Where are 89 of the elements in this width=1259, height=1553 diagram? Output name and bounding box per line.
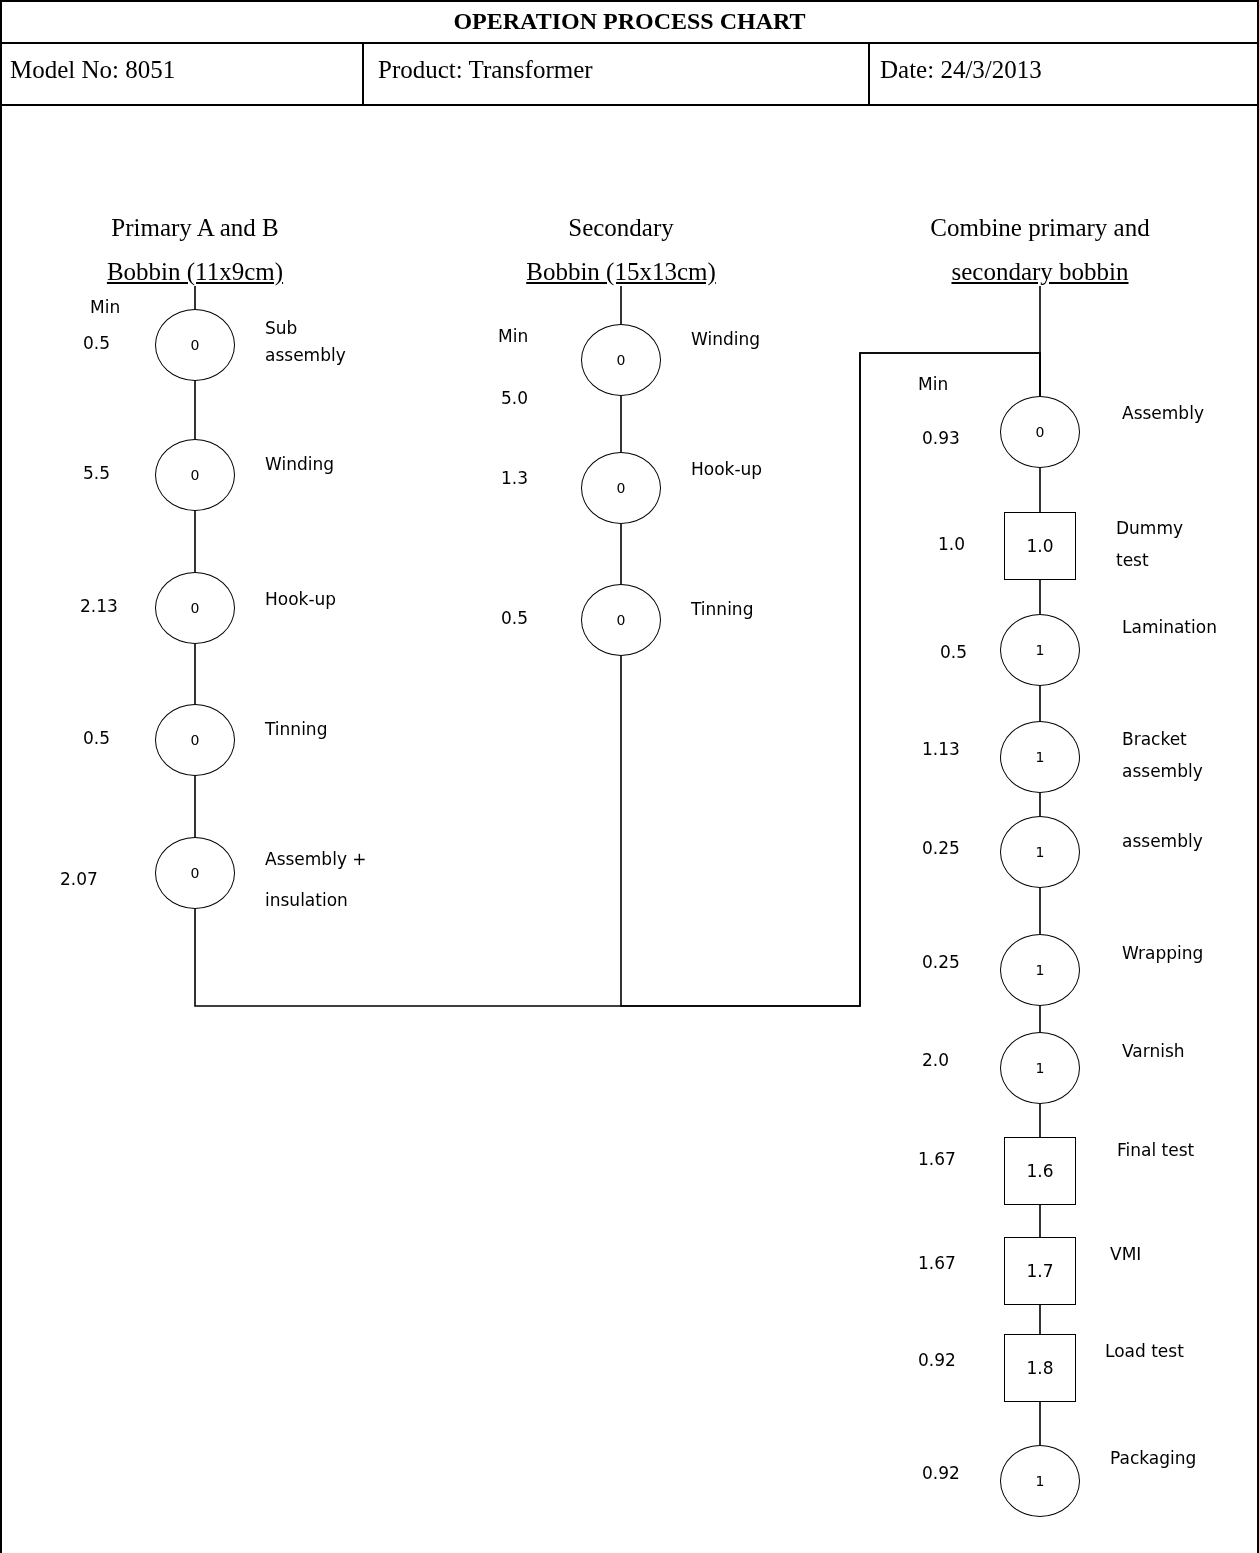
operation-circle: 1: [1000, 1445, 1080, 1517]
time-value: 0.5: [501, 608, 529, 628]
flow-line: [1039, 887, 1041, 935]
operation-name: Hook-up: [265, 588, 338, 611]
flow-line: [194, 643, 196, 705]
column-heading: Combine primary and: [930, 214, 1150, 242]
flow-line: [194, 380, 196, 440]
time-value: 2.0: [922, 1050, 950, 1070]
flow-line: [1039, 1005, 1041, 1033]
flow-line: [1039, 1204, 1041, 1238]
unit-label: Min: [918, 374, 949, 394]
time-value: 1.0: [938, 534, 966, 554]
operation-name: Tinning: [691, 598, 755, 621]
time-value: 0.5: [83, 333, 111, 353]
time-value: 0.93: [922, 428, 960, 448]
inspection-box: 1.6: [1004, 1137, 1076, 1205]
time-value: 5.0: [501, 388, 529, 408]
time-value: 5.5: [83, 463, 111, 483]
operation-circle: 1: [1000, 816, 1080, 888]
operation-circle: 0: [581, 452, 661, 524]
operation-name: Packaging: [1110, 1447, 1198, 1470]
flow-line: [1039, 579, 1041, 615]
header-cell-text: Model No: 8051: [10, 56, 176, 84]
operation-circle: 0: [581, 324, 661, 396]
time-value: 2.13: [80, 596, 118, 616]
operation-name: Tinning: [265, 718, 329, 741]
flow-line: [1039, 467, 1041, 513]
flow-line: [1039, 1401, 1041, 1446]
operation-name: Sub assembly: [265, 317, 347, 368]
operation-name: Lamination: [1122, 616, 1218, 639]
operation-circle: 1: [1000, 1032, 1080, 1104]
operation-name: Winding: [265, 453, 335, 476]
operation-circle: 0: [155, 704, 235, 776]
flow-line: [194, 775, 196, 838]
operation-name: Final test: [1117, 1139, 1196, 1162]
flow-line: [1039, 1103, 1041, 1138]
column-heading: Bobbin (11x9cm): [106, 258, 284, 286]
time-value: 0.25: [922, 838, 960, 858]
operation-name: Assembly + insulation: [265, 848, 368, 912]
time-value: 0.5: [83, 728, 111, 748]
flow-line: [1039, 792, 1041, 817]
flow-line: [620, 395, 622, 453]
time-value: 0.5: [940, 642, 968, 662]
operation-name: Winding: [691, 328, 761, 351]
flow-line: [194, 510, 196, 573]
time-value: 1.67: [918, 1149, 956, 1169]
operation-circle: 1: [1000, 614, 1080, 686]
inspection-box: 1.8: [1004, 1334, 1076, 1402]
unit-label: Min: [498, 326, 529, 346]
flow-line: [620, 523, 622, 585]
header-cell-text: Product: Transformer: [378, 56, 593, 84]
operation-name: Bracket assembly: [1122, 728, 1204, 784]
operation-name: Dummy test: [1116, 517, 1185, 573]
flow-line: [1039, 685, 1041, 722]
operation-name: Wrapping: [1122, 942, 1205, 965]
operation-name: Assembly: [1122, 402, 1205, 425]
operation-circle: 1: [1000, 721, 1080, 793]
operation-name: Varnish: [1122, 1040, 1186, 1063]
inspection-box: 1.0: [1004, 512, 1076, 580]
column-heading: secondary bobbin: [951, 258, 1129, 286]
header-cell-text: Date: 24/3/2013: [880, 56, 1042, 84]
operation-circle: 0: [155, 837, 235, 909]
operation-circle: 0: [155, 572, 235, 644]
flow-line: [1039, 1304, 1041, 1335]
flow-line: [620, 352, 1041, 1007]
unit-label: Min: [90, 297, 121, 317]
column-heading: Bobbin (15x13cm): [526, 258, 716, 286]
chart-title: OPERATION PROCESS CHART: [452, 8, 807, 35]
time-value: 1.3: [501, 468, 529, 488]
time-value: 0.92: [922, 1463, 960, 1483]
operation-circle: 0: [1000, 396, 1080, 468]
flow-line: [620, 285, 622, 325]
time-value: 2.07: [60, 869, 98, 889]
flow-line: [194, 285, 196, 310]
time-value: 0.25: [922, 952, 960, 972]
operation-name: Load test: [1105, 1340, 1185, 1363]
operation-name: assembly: [1122, 830, 1204, 853]
inspection-box: 1.7: [1004, 1237, 1076, 1305]
operation-circle: 0: [155, 439, 235, 511]
time-value: 1.13: [922, 739, 960, 759]
operation-name: Hook-up: [691, 458, 764, 481]
time-value: 0.92: [918, 1350, 956, 1370]
operation-circle: 0: [155, 309, 235, 381]
operation-circle: 0: [581, 584, 661, 656]
column-heading: Secondary: [568, 214, 674, 242]
operation-name: VMI: [1110, 1243, 1143, 1266]
column-heading: Primary A and B: [111, 214, 279, 242]
operation-circle: 1: [1000, 934, 1080, 1006]
time-value: 1.67: [918, 1253, 956, 1273]
